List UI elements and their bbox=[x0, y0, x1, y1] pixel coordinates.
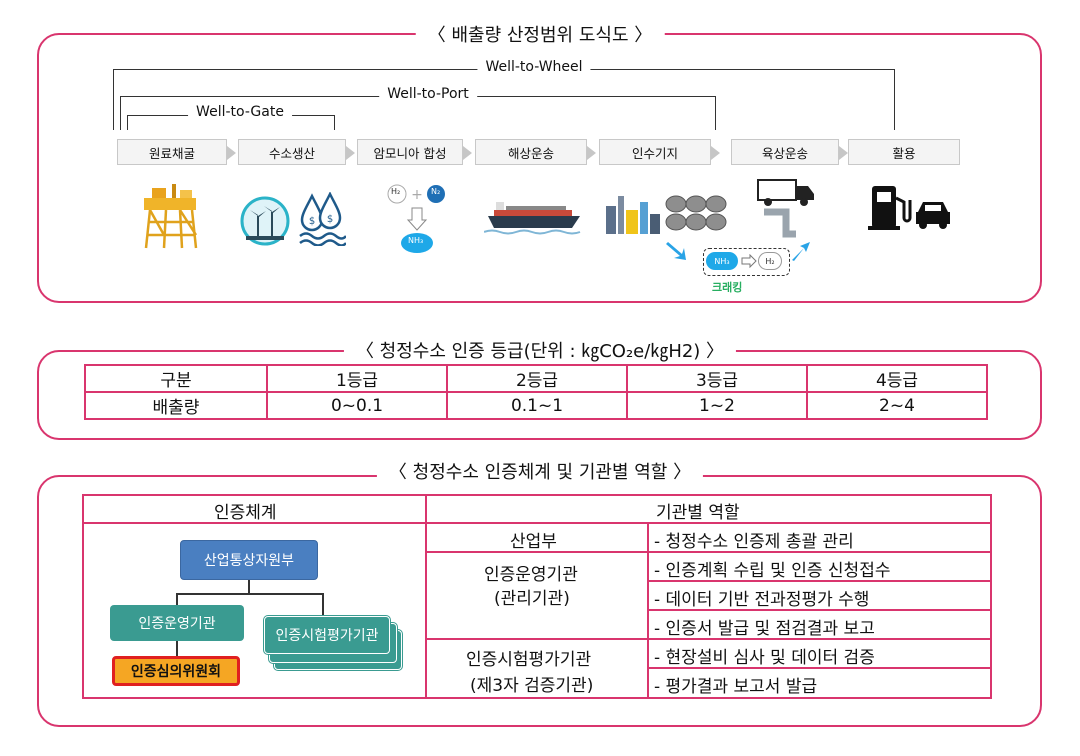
svg-text:$: $ bbox=[327, 214, 333, 225]
h2-molecule-label: H₂ bbox=[391, 187, 401, 196]
svg-text:+: + bbox=[411, 187, 423, 203]
org-connector bbox=[322, 593, 324, 615]
step-land-transport: 육상운송 bbox=[731, 139, 839, 165]
step-sea-transport: 해상운송 bbox=[475, 139, 587, 165]
agency-operator-sub: (관리기관) bbox=[494, 589, 570, 609]
grades-header-cell: 1등급 bbox=[266, 364, 448, 393]
arrow-down-right-icon bbox=[666, 242, 686, 260]
table-divider bbox=[647, 667, 992, 669]
terminal-facility-icon bbox=[606, 195, 727, 234]
cracking-label: 크래킹 bbox=[712, 281, 743, 294]
role-text: - 청정수소 인증제 총괄 관리 bbox=[654, 532, 854, 552]
col1-header: 인증체계 bbox=[214, 503, 277, 523]
grades-value-cell: 1~2 bbox=[626, 391, 808, 420]
step-usage: 활용 bbox=[848, 139, 960, 165]
grades-value-row: 배출량 0~0.1 0.1~1 1~2 2~4 bbox=[84, 391, 988, 420]
table-divider bbox=[82, 522, 992, 524]
cracking-box bbox=[703, 248, 790, 276]
truck-pipeline-icon bbox=[757, 179, 814, 238]
step-h2-production: 수소생산 bbox=[238, 139, 346, 165]
org-connector bbox=[248, 580, 250, 594]
org-connector bbox=[176, 593, 324, 595]
agency-tester: 인증시험평가기관 bbox=[466, 650, 592, 670]
wtp-label: Well-to-Port bbox=[379, 86, 477, 102]
role-text: - 평가결과 보고서 발급 bbox=[654, 677, 818, 697]
org-ministry: 산업통상자원부 bbox=[180, 540, 318, 580]
role-text: - 현장설비 심사 및 데이터 검증 bbox=[654, 648, 875, 668]
col2-header: 기관별 역할 bbox=[656, 503, 740, 523]
grades-title: 〈 청정수소 인증 등급(단위 : ㎏CO₂e/㎏H2) 〉 bbox=[343, 337, 737, 363]
role-text: - 데이터 기반 전과정평가 수행 bbox=[654, 590, 870, 610]
grades-header-cell: 구분 bbox=[84, 364, 268, 393]
org-committee: 인증심의위원회 bbox=[112, 656, 240, 686]
grades-table: 구분 1등급 2등급 3등급 4등급 배출량 0~0.1 0.1~1 1~2 2… bbox=[84, 364, 988, 420]
hydrogen-drop-icon: $ $ bbox=[299, 192, 346, 246]
grades-header-cell: 2등급 bbox=[446, 364, 628, 393]
chevron-right-icon bbox=[463, 146, 472, 160]
car-icon bbox=[916, 202, 950, 229]
wtg-label: Well-to-Gate bbox=[188, 104, 292, 120]
svg-text:$: $ bbox=[309, 216, 315, 227]
agency-ministry: 산업부 bbox=[510, 532, 557, 552]
agency-tester-sub: (제3자 검증기관) bbox=[470, 676, 594, 696]
fuel-pump-icon bbox=[868, 186, 912, 230]
role-text: - 인증서 발급 및 점검결과 보고 bbox=[654, 619, 875, 639]
arrow-right-icon bbox=[741, 254, 757, 268]
ship-icon bbox=[484, 202, 581, 235]
grades-header-cell: 3등급 bbox=[626, 364, 808, 393]
grades-value-cell: 0.1~1 bbox=[446, 391, 628, 420]
org-operator: 인증운영기관 bbox=[110, 605, 244, 641]
arrow-up-right-icon bbox=[792, 242, 810, 261]
table-divider bbox=[425, 494, 427, 699]
agency-operator: 인증운영기관 bbox=[484, 565, 578, 585]
grades-header-row: 구분 1등급 2등급 3등급 4등급 bbox=[84, 364, 988, 393]
step-mining: 원료채굴 bbox=[117, 139, 227, 165]
table-divider bbox=[425, 551, 992, 553]
ammonia-synthesis-icon: + bbox=[387, 184, 445, 253]
table-divider bbox=[647, 580, 992, 582]
scope-title: 〈 배출량 산정범위 도식도 〉 bbox=[415, 21, 665, 47]
org-tester: 인증시험평가기관 bbox=[264, 616, 390, 654]
chevron-right-icon bbox=[346, 146, 355, 160]
table-divider bbox=[425, 638, 992, 640]
nh3-molecule-label: NH₃ bbox=[408, 236, 424, 245]
step-terminal: 인수기지 bbox=[599, 139, 711, 165]
wind-turbine-icon bbox=[240, 196, 290, 246]
grades-value-cell: 2~4 bbox=[806, 391, 988, 420]
cracking-nh3: NH₃ bbox=[706, 252, 738, 270]
chevron-right-icon bbox=[839, 146, 848, 160]
role-text: - 인증계획 수립 및 인증 신청접수 bbox=[654, 561, 891, 581]
n2-molecule-label: N₂ bbox=[431, 187, 441, 196]
org-connector bbox=[176, 640, 178, 658]
chevron-right-icon bbox=[227, 146, 236, 160]
oil-platform-icon bbox=[144, 184, 198, 249]
step-ammonia-synthesis: 암모니아 합성 bbox=[357, 139, 463, 165]
chevron-right-icon bbox=[587, 146, 596, 160]
grades-value-cell: 0~0.1 bbox=[266, 391, 448, 420]
wtw-label: Well-to-Wheel bbox=[477, 59, 591, 75]
chevron-right-icon bbox=[711, 146, 720, 160]
org-connector bbox=[176, 593, 178, 605]
table-divider bbox=[647, 609, 992, 611]
grades-value-cell: 배출량 bbox=[84, 391, 268, 420]
grades-header-cell: 4등급 bbox=[806, 364, 988, 393]
system-table bbox=[82, 494, 992, 699]
cracking-h2: H₂ bbox=[758, 252, 782, 270]
system-title: 〈 청정수소 인증체계 및 기관별 역할 〉 bbox=[376, 458, 704, 484]
